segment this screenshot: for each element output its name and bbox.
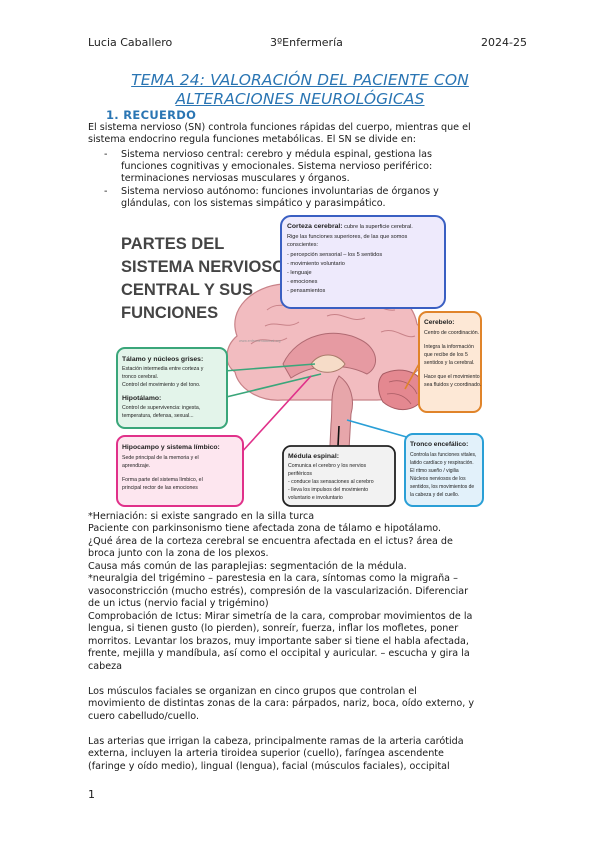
arteries-line: (faringe y oído medio), lingual (lengua)… — [88, 761, 450, 772]
corteza-title-rest: cubre la superficie cerebral. — [343, 224, 414, 230]
intro-line-1: El sistema nervioso (SN) controla funcio… — [88, 122, 471, 133]
facial-muscles-line: cuero cabelludo/cuello. — [88, 711, 199, 722]
tronco-title: Tronco encefálico: — [410, 441, 468, 448]
corteza-line: - emociones — [287, 279, 318, 285]
figure-heading-3: CENTRAL Y SUS — [121, 281, 253, 299]
cerebelo-line: que recibe de los 5 — [424, 352, 468, 358]
note-line: vasoconstricción (mucho estrés), compres… — [88, 586, 469, 597]
corteza-line: - percepción sensorial – los 5 sentidos — [287, 252, 382, 258]
tronco-line: Núcleos nerviosos de los — [410, 476, 466, 482]
note-line: *neuralgia del trigémino – parestesia en… — [88, 573, 458, 584]
note-line: *Herniación: si existe sangrado en la si… — [88, 511, 315, 522]
note-line: frente, mejilla y mandíbula, así como el… — [88, 648, 470, 659]
cerebelo-line: Integra la información — [424, 344, 474, 350]
hipocampo-line: Forma parte del sistema límbico, el — [122, 477, 203, 483]
corteza-line: conscientes: — [287, 242, 319, 248]
corteza-title: Corteza cerebral: — [287, 223, 343, 230]
figure-heading-4: FUNCIONES — [121, 304, 218, 322]
note-line: ¿Qué área de la corteza cerebral se encu… — [88, 536, 453, 547]
page-number: 1 — [88, 788, 95, 801]
corteza-line: Rige las funciones superiores, de las qu… — [287, 234, 408, 240]
hipotalamo-line: Control de supervivencia: ingesta, — [122, 405, 200, 411]
hipocampo-line: aprendizaje. — [122, 463, 150, 469]
hipocampo-title: Hipocampo y sistema límbico: — [122, 444, 220, 451]
cerebelo-line: sea fluidos y coordinado. — [424, 382, 481, 388]
bullet-1-line-3: terminaciones nerviosas musculares y órg… — [121, 173, 350, 184]
talamo-line: Control del movimiento y del tono. — [122, 382, 200, 388]
figure-heading-2: SISTEMA NERVIOSO — [121, 258, 285, 276]
note-line: Paciente con parkinsonismo tiene afectad… — [88, 523, 442, 534]
corteza-line: - movimiento voluntario — [287, 261, 345, 267]
bullet-1-line-2: funciones cognitivas y emocionales. Sist… — [121, 161, 433, 172]
note-line: Comprobación de Ictus: Mirar simetría de… — [88, 611, 473, 622]
medula-title: Médula espinal: — [288, 453, 339, 460]
cerebelo-line: sentidos y la cerebral. — [424, 360, 474, 366]
header-year: 2024-25 — [481, 36, 527, 49]
tronco-line: sentidos, los movimientos de — [410, 484, 474, 490]
talamo-line: Estación intermedia entre corteza y — [122, 366, 204, 372]
header-course: 3ºEnfermería — [270, 36, 343, 49]
cerebelo-title: Cerebelo: — [424, 319, 454, 326]
tronco-line: El ritmo sueño / vigilia — [410, 468, 459, 474]
svg-text:Corteza cerebral: cubre la sup: Corteza cerebral: cubre la superficie ce… — [287, 223, 413, 230]
bullet-dash: - — [104, 186, 108, 197]
bullet-2-line-1: Sistema nervioso autónomo: funciones inv… — [121, 186, 439, 197]
medula-line: Comunica el cerebro y los nervios — [288, 463, 367, 469]
title-line-1: TEMA 24: VALORACIÓN DEL PACIENTE CON — [131, 71, 469, 89]
bullet-2-line-2: glándulas, con los sistemas simpático y … — [121, 198, 386, 209]
cerebelo-line: Hace que el movimiento — [424, 374, 480, 380]
hipotalamo-line: temperatura, defensa, sexual... — [122, 413, 194, 419]
section-heading: 1. RECUERDO — [106, 108, 197, 122]
cerebelo-line: Centro de coordinación. — [424, 330, 479, 336]
figure-watermark: www.enfermeriaactual.org — [239, 339, 281, 343]
bullet-1-line-1: Sistema nervioso central: cerebro y médu… — [121, 149, 433, 160]
corteza-line: - pensamientos — [287, 288, 325, 294]
note-line: Causa más común de las paraplejias: segm… — [88, 561, 407, 572]
tronco-line: Controla las funciones vitales, — [410, 452, 476, 458]
hipocampo-line: principal rector de las emociones — [122, 485, 198, 491]
arteries-line: Las arterias que irrigan la cabeza, prin… — [88, 736, 464, 747]
header-author: Lucia Caballero — [88, 36, 173, 49]
note-line: de un ictus (nervio facial y trigémino) — [88, 598, 269, 609]
medula-line: voluntario e involuntario — [288, 495, 343, 501]
talamo-title: Tálamo y núcleos grises: — [122, 356, 203, 363]
intro-line-2: sistema endocrino regula funciones metab… — [88, 134, 417, 145]
title-line-2: ALTERACIONES NEUROLÓGICAS — [175, 90, 425, 108]
brain-infographic: PARTES DEL SISTEMA NERVIOSO CENTRAL Y SU… — [116, 215, 484, 507]
note-line: broca junto con la zona de los plexos. — [88, 548, 269, 559]
arteries-line: externa, incluyen la arteria tiroidea su… — [88, 748, 444, 759]
note-line: morritos. Levantar los brazos, muy impor… — [88, 636, 469, 647]
facial-muscles-line: Los músculos faciales se organizan en ci… — [88, 686, 417, 697]
note-line: lengua, si tienen gusto (lo pierden), so… — [88, 623, 459, 634]
hipocampo-line: Sede principal de la memoria y el — [122, 455, 199, 461]
note-line: cabeza — [88, 661, 123, 672]
corteza-line: - lenguaje — [287, 270, 312, 276]
facial-muscles-line: movimiento de distintas zonas de la cara… — [88, 698, 475, 709]
hipotalamo-title: Hipotálamo: — [122, 395, 161, 402]
tronco-line: la cabeza y del cuello. — [410, 492, 459, 498]
medula-line: - lleva los impulsos del movimiento — [288, 487, 368, 493]
talamo-line: tronco cerebral. — [122, 374, 158, 380]
figure-heading-1: PARTES DEL — [121, 235, 224, 253]
tronco-line: latido cardíaco y respiración. — [410, 460, 474, 466]
bullet-dash: - — [104, 149, 108, 160]
medula-line: periféricos — [288, 471, 312, 477]
medula-line: - conduce las sensaciones al cerebro — [288, 479, 374, 485]
